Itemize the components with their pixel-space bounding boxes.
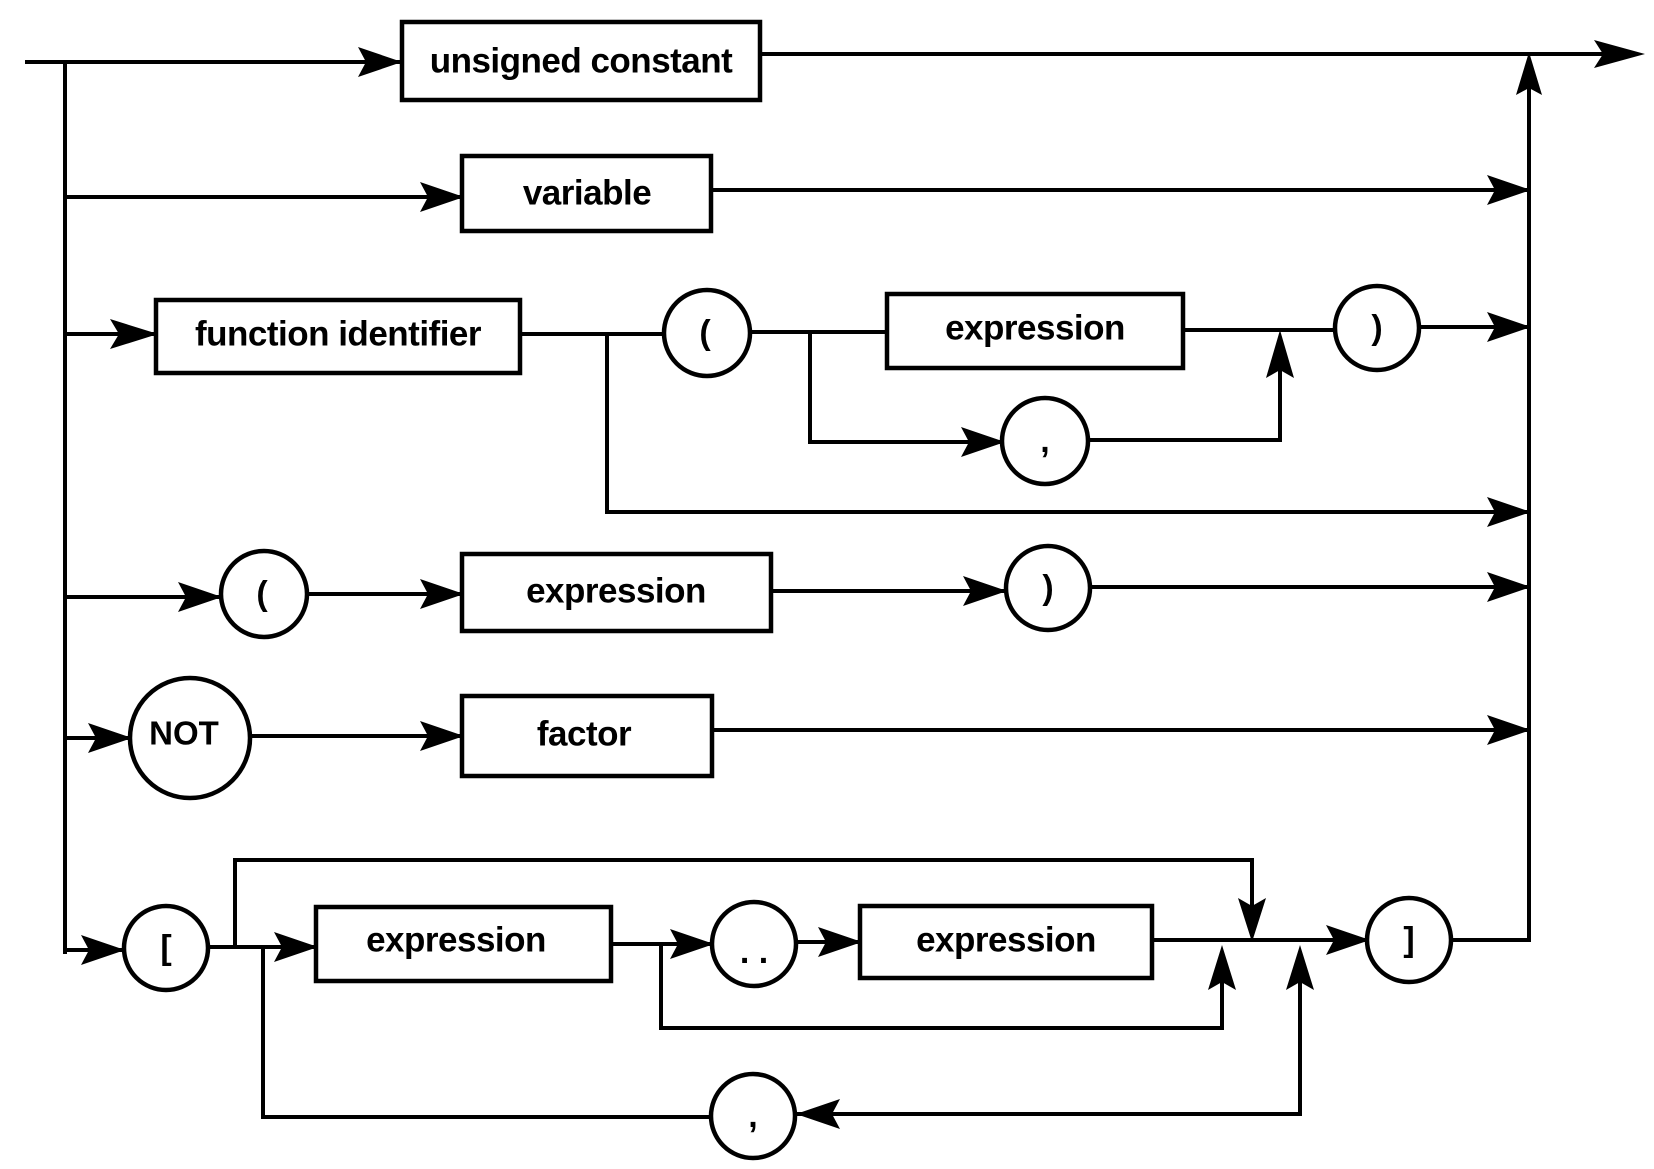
arrow-right [1326, 925, 1370, 955]
arrow-right [1594, 40, 1645, 68]
arrow-up [1266, 330, 1294, 378]
group-open-paren-terminal: ( [218, 548, 310, 640]
set-comma-terminal: , [708, 1071, 798, 1161]
range-terminal: . . [709, 899, 799, 989]
open-paren-symbol: ( [256, 575, 268, 613]
arrow-right [1487, 175, 1531, 205]
group-close-paren-terminal: ) [1003, 543, 1093, 633]
arrow-up [1208, 945, 1236, 990]
func-open-paren-terminal: ( [661, 287, 753, 379]
arrow-up [1286, 945, 1314, 990]
variable-label: variable [523, 174, 651, 213]
arrow-right [358, 47, 402, 77]
comma-symbol: , [1040, 422, 1049, 460]
factor-box: factor [459, 693, 715, 779]
unsigned-constant-label: unsigned constant [430, 42, 733, 81]
connector-lines [25, 52, 1622, 1119]
arrow-right [88, 723, 132, 753]
arrow-right [420, 579, 464, 609]
function-arg-expression-box: expression [884, 291, 1186, 371]
open-bracket-symbol: [ [160, 929, 171, 967]
arrow-right [420, 182, 464, 212]
arrow-right [110, 319, 158, 349]
function-identifier-label: function identifier [195, 315, 482, 354]
range-symbol: . . [740, 933, 768, 971]
func-close-paren-terminal: ) [1332, 283, 1422, 373]
close-paren-symbol: ) [1042, 569, 1053, 607]
not-symbol: NOT [149, 715, 219, 752]
comma-symbol: , [748, 1097, 757, 1135]
close-paren-symbol: ) [1371, 309, 1382, 347]
variable-box: variable [459, 153, 714, 234]
arrowheads [81, 40, 1645, 1129]
arrow-right [1487, 312, 1531, 342]
close-bracket-symbol: ] [1403, 921, 1414, 959]
arrow-right [670, 929, 714, 959]
arrow-right [961, 427, 1005, 457]
arrow-right [963, 576, 1007, 606]
arrow-up [1516, 52, 1542, 95]
close-bracket-terminal: ] [1364, 895, 1454, 985]
arrow-down [1238, 898, 1266, 942]
arrow-right [420, 721, 464, 751]
function-identifier-box: function identifier [153, 297, 523, 376]
expression-label: expression [945, 309, 1125, 348]
arrow-right [1487, 715, 1531, 745]
unsigned-constant-box: unsigned constant [399, 19, 763, 103]
open-paren-symbol: ( [699, 314, 711, 352]
arrow-right [818, 927, 862, 957]
arrow-right [81, 935, 125, 965]
expression-label: expression [526, 572, 706, 611]
set-upper-expression-box: expression [857, 903, 1155, 981]
expression-label: expression [916, 921, 1096, 960]
func-comma-terminal: , [999, 395, 1091, 487]
arrow-right [178, 582, 222, 612]
arrow-right [1487, 497, 1531, 527]
set-lower-expression-box: expression [313, 904, 614, 984]
not-terminal: NOT [127, 675, 253, 801]
expression-label: expression [366, 921, 546, 960]
factor-label: factor [537, 715, 632, 754]
arrow-right [1487, 572, 1531, 602]
arrow-left [796, 1099, 840, 1129]
arrow-right [274, 932, 318, 962]
open-bracket-terminal: [ [121, 903, 211, 993]
paren-expression-box: expression [459, 551, 774, 634]
